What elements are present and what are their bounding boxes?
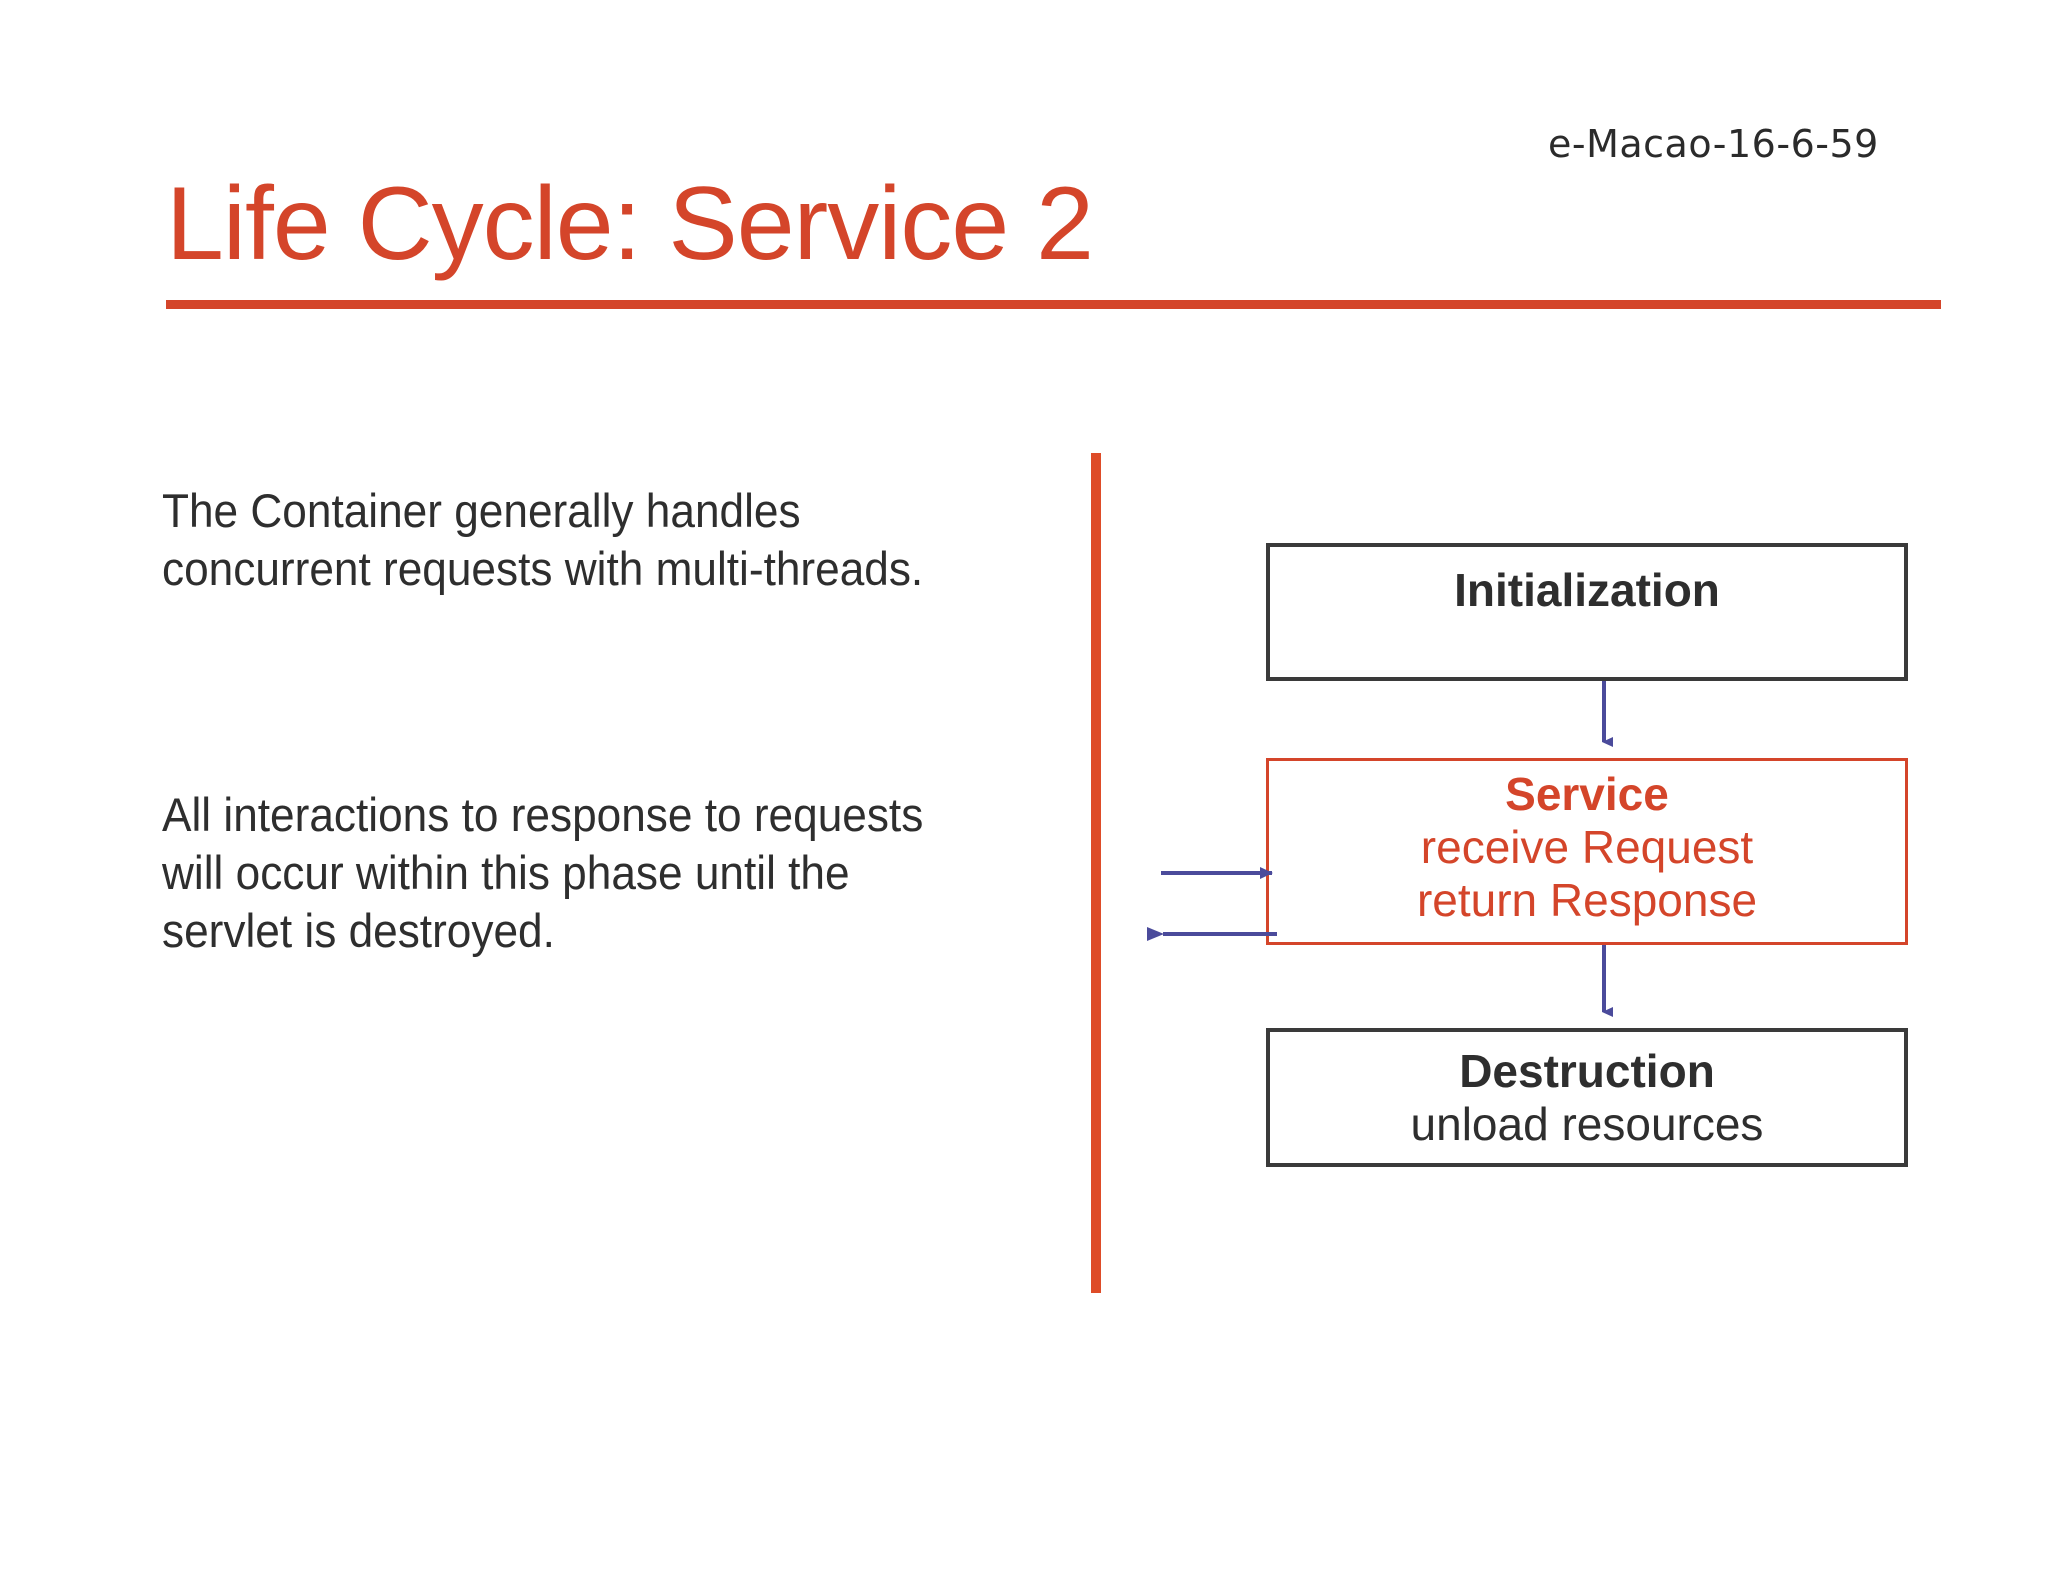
box-service-line-receive-request: receive Request (1420, 821, 1754, 873)
box-service-title: Service (1505, 768, 1669, 820)
box-initialization-title: Initialization (1454, 564, 1720, 616)
diagram-box-destruction: Destruction unload resources (1266, 1028, 1908, 1167)
diagram-box-initialization: Initialization (1266, 543, 1908, 681)
diagram-box-service: Service receive Request return Response (1266, 758, 1908, 945)
box-destruction-title: Destruction (1459, 1045, 1715, 1097)
title-underline-rule (166, 300, 1941, 309)
box-service-line-return-response: return Response (1416, 874, 1758, 926)
box-destruction-line-unload-resources: unload resources (1410, 1098, 1764, 1150)
body-paragraph-2: All interactions to response to requests… (162, 788, 924, 957)
slide-header-code: e-Macao-16-6-59 (1548, 122, 1879, 166)
vertical-accent-divider (1091, 453, 1101, 1293)
page-title: Life Cycle: Service 2 (166, 166, 1094, 282)
body-paragraph-1: The Container generally handles concurre… (162, 484, 924, 595)
